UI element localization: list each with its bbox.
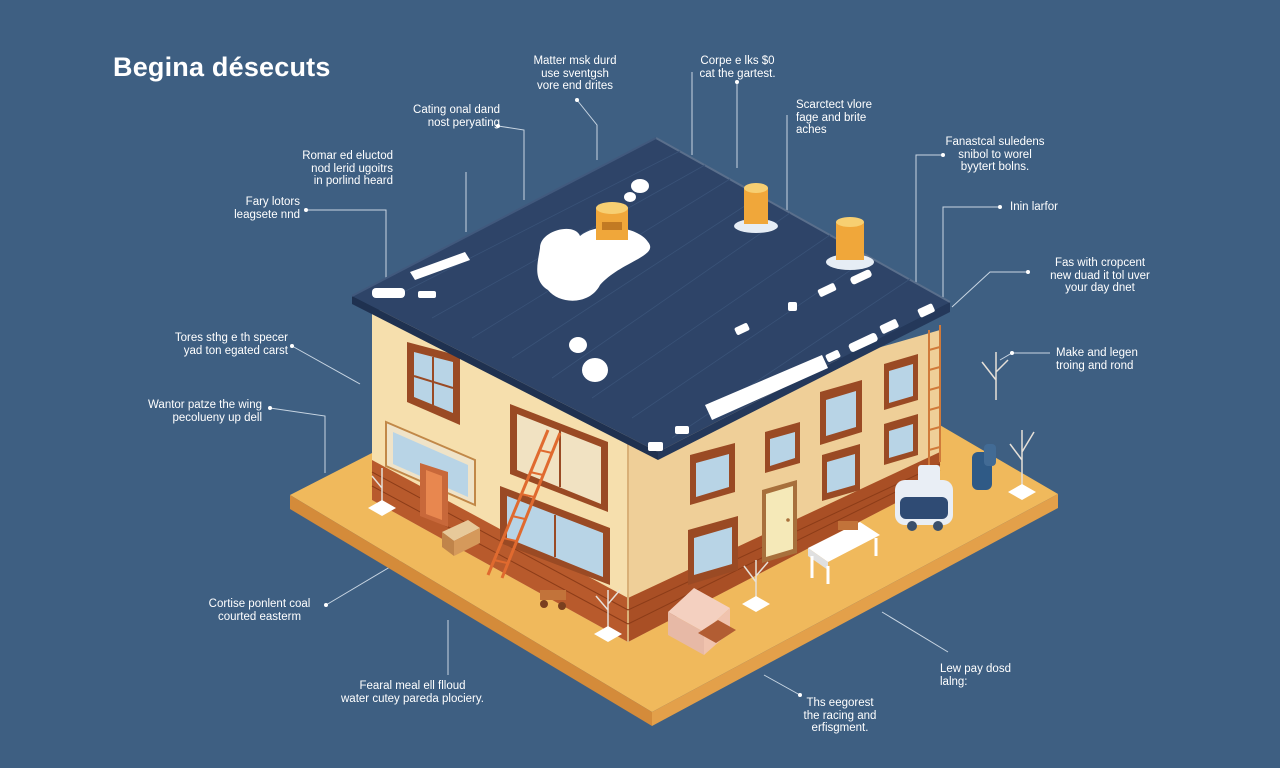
yard-objects [368,352,1036,655]
callout-ground-base: Ths eegorest the racing and erfisgment. [803,697,877,734]
ladder-right [928,325,941,465]
callout-eave-right: Inin larfor [1010,201,1058,213]
callout-yard-front: Lew pay dosd lalng: [940,663,1011,688]
roof-vents [590,183,874,270]
callout-roof-ridge: Scarctect vlore fage and brite aches [796,99,873,136]
page-title: Begina désecuts [113,52,331,82]
callout-roof-right: Fanastcal suledens snibol to worel byyte… [945,136,1045,173]
roof-snow [372,179,935,451]
callout-eave-left: Fary lotors leagsete nnd [234,196,300,221]
side-door [420,463,448,527]
callout-window-wing: Wantor patze the wing pecolueny up dell [148,399,262,424]
callout-foundation: Cortise ponlent coal courted easterm [208,598,311,623]
windows-left-wall [385,342,610,585]
callout-vent-top: Matter msk durd use sventgsh vore end dr… [533,55,617,92]
callout-water-drain: Fearal meal ell flloud water cutey pared… [341,680,484,705]
front-door [762,480,797,563]
callout-wall-upper: Tores sthg e th specer yad ton egated ca… [174,332,288,357]
callout-roof-left: Romar ed eluctod nod lerid ugoitrs in po… [302,150,393,187]
callout-gutter-right: Fas with cropcent new duad it tol uver y… [1050,257,1150,294]
leader-dots [268,80,1030,697]
callout-chimney-top: Corpe e lks $0 cat the gartest. [699,55,776,80]
windows-right-wall [688,354,918,585]
callout-roof-upper: Cating onal dand nost peryating [413,104,500,129]
callout-yard-trees: Make and legen troing and rond [1056,347,1138,372]
ladder-left [486,429,562,579]
